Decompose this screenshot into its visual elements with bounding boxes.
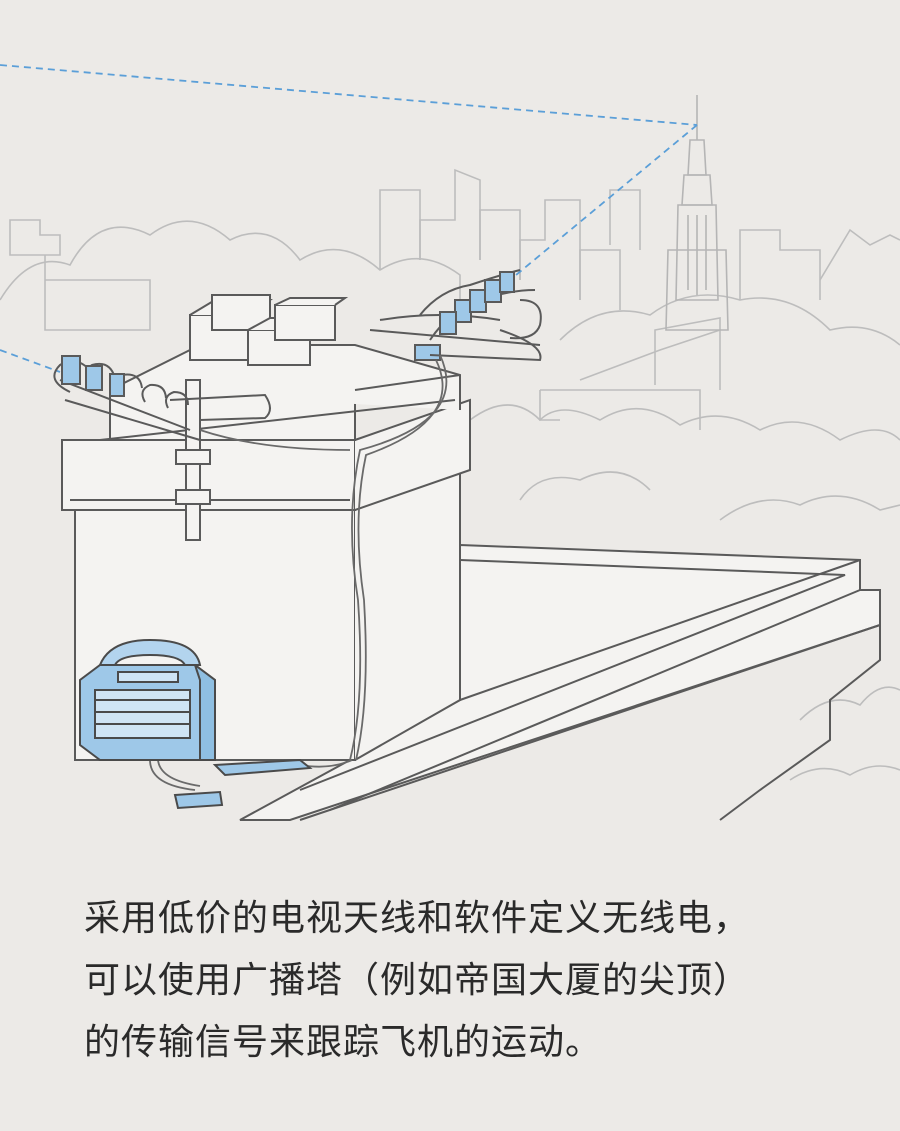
caption-line-2: 可以使用广播塔（例如帝国大厦的尖顶） <box>84 960 751 1001</box>
signal-path <box>0 64 698 373</box>
software-defined-radio <box>173 758 313 810</box>
caption-line-1: 采用低价的电视天线和软件定义无线电， <box>84 898 751 939</box>
city-skyline <box>0 168 900 781</box>
rooftop-antenna-illustration <box>0 64 900 821</box>
portable-power-station <box>79 638 216 761</box>
tv-antenna-right <box>369 269 542 362</box>
caption-line-3: 的传输信号来跟踪飞机的运动。 <box>84 1022 603 1063</box>
empire-state-building <box>665 95 729 331</box>
caption: 采用低价的电视天线和软件定义无线电， 可以使用广播塔（例如帝国大厦的尖顶） 的传… <box>84 888 864 1074</box>
antenna-mast <box>175 379 211 541</box>
tv-antenna-left <box>53 355 271 441</box>
